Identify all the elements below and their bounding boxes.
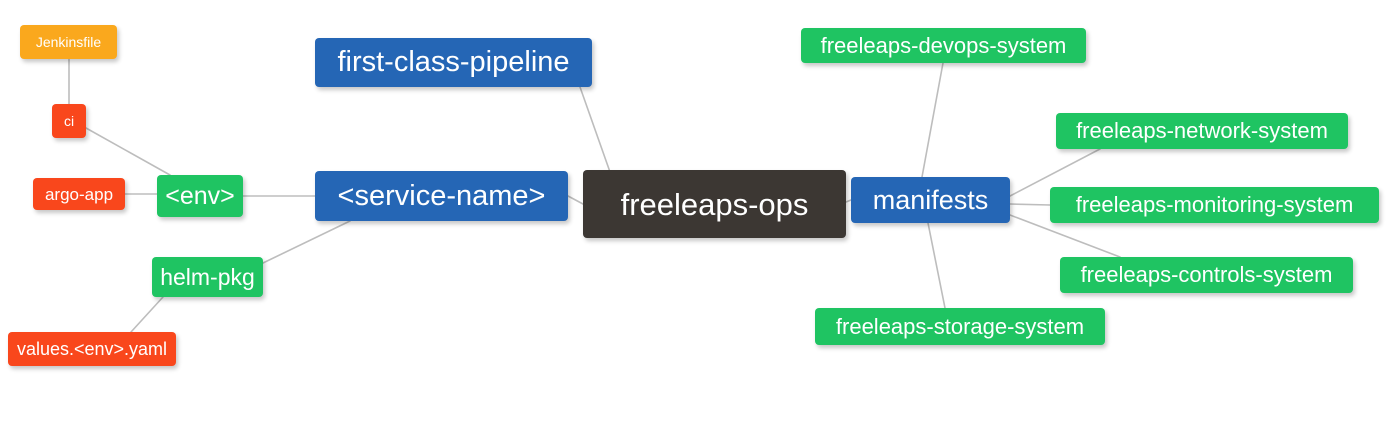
node-network-system[interactable]: freeleaps-network-system — [1056, 113, 1348, 149]
edge-manifests-to-storage-system — [927, 222, 946, 309]
node-controls-system[interactable]: freeleaps-controls-system — [1060, 257, 1353, 293]
node-root[interactable]: freeleaps-ops — [583, 170, 846, 238]
node-label-first-class: first-class-pipeline — [337, 46, 570, 78]
node-label-jenkinsfile: Jenkinsfile — [35, 34, 102, 50]
node-label-argo-app: argo-app — [44, 184, 114, 204]
edge-service-name-to-helm-pkg — [262, 220, 351, 264]
edge-helm-pkg-to-values-yaml — [130, 296, 164, 333]
node-label-helm-pkg: helm-pkg — [160, 263, 255, 290]
node-label-root: freeleaps-ops — [620, 186, 809, 222]
node-label-ci: ci — [63, 113, 75, 129]
node-label-network-system: freeleaps-network-system — [1076, 118, 1328, 143]
edge-manifests-to-devops-system — [921, 62, 944, 178]
node-devops-system[interactable]: freeleaps-devops-system — [801, 28, 1086, 63]
edge-root-to-first-class — [579, 86, 611, 173]
node-env[interactable]: <env> — [157, 175, 243, 217]
node-manifests[interactable]: manifests — [851, 177, 1010, 223]
node-monitoring-system[interactable]: freeleaps-monitoring-system — [1050, 187, 1379, 223]
node-storage-system[interactable]: freeleaps-storage-system — [815, 308, 1105, 345]
node-values-yaml[interactable]: values.<env>.yaml — [8, 332, 176, 366]
node-label-controls-system: freeleaps-controls-system — [1080, 262, 1333, 287]
edge-env-to-ci — [85, 127, 171, 176]
node-argo-app[interactable]: argo-app — [33, 178, 125, 210]
edge-root-to-service-name — [567, 195, 584, 205]
node-first-class[interactable]: first-class-pipeline — [315, 38, 592, 87]
node-service-name[interactable]: <service-name> — [315, 171, 568, 221]
node-ci[interactable]: ci — [52, 104, 86, 138]
node-jenkinsfile[interactable]: Jenkinsfile — [20, 25, 117, 59]
node-label-service-name: <service-name> — [337, 179, 546, 212]
node-label-storage-system: freeleaps-storage-system — [835, 313, 1085, 339]
node-helm-pkg[interactable]: helm-pkg — [152, 257, 263, 297]
node-label-values-yaml: values.<env>.yaml — [16, 339, 168, 359]
edge-manifests-to-monitoring-system — [1009, 203, 1051, 206]
node-label-devops-system: freeleaps-devops-system — [820, 32, 1067, 58]
node-label-manifests: manifests — [872, 184, 989, 215]
node-label-monitoring-system: freeleaps-monitoring-system — [1075, 192, 1354, 217]
node-label-env: <env> — [165, 181, 235, 210]
